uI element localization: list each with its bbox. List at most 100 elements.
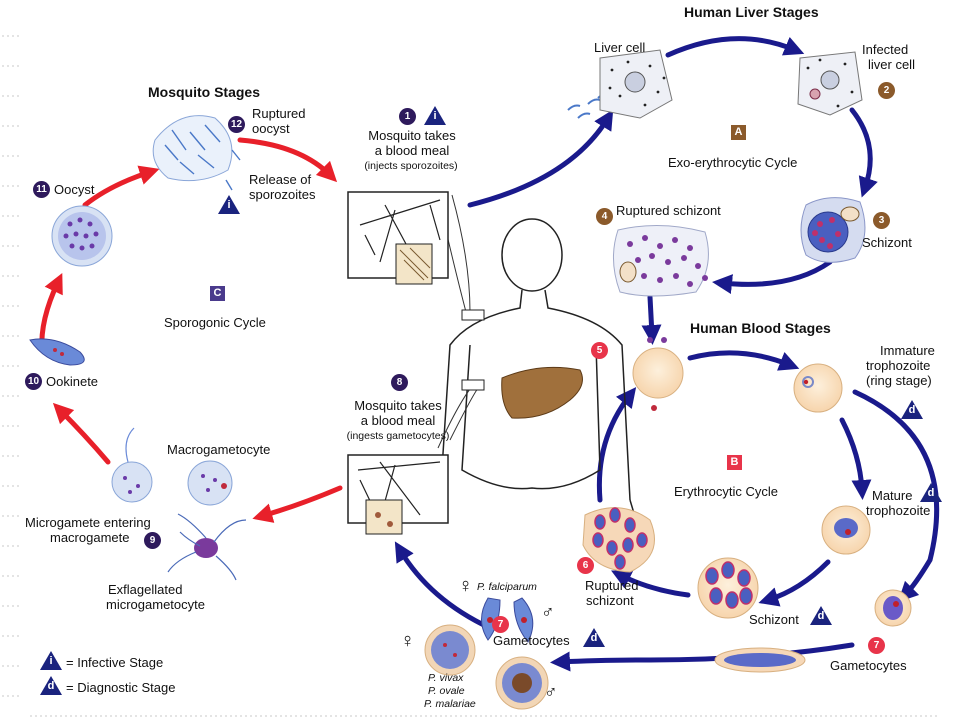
macrogametocyte-label: Macrogametocyte: [167, 442, 271, 457]
rbc-mature-trophozoite: [821, 505, 871, 555]
section-title-mosquito: Mosquito Stages: [148, 84, 261, 100]
stage7-label: Gametocytes: [493, 633, 570, 648]
liver-cell-label: Liver cell: [594, 40, 646, 55]
skin-patch-lower: [461, 379, 485, 391]
stage8-label-line3: (ingests gametocytes): [346, 430, 450, 442]
stage12-label-line1: Ruptured: [252, 106, 306, 121]
release-label-line2: sporozoites: [249, 187, 316, 202]
arrow-schizont-to-ruptured: [712, 259, 833, 294]
arrow-ruptured-oocyst-to-meal: [237, 137, 338, 183]
arrow-liver-to-infected: [665, 36, 805, 58]
cycle-label-spo: Sporogonic Cycle: [164, 315, 266, 330]
arrow-micro-to-ookinete: [52, 402, 111, 465]
arrow-ruptured-to-blood: [641, 294, 662, 345]
rbc-merozoite-entry: [632, 337, 684, 411]
stage11-label: Oocyst: [54, 182, 95, 197]
vivax-gametocytes: [424, 624, 549, 710]
arrow-infected-to-schizont: [849, 107, 878, 198]
release-label-line1: Release of: [249, 172, 312, 187]
exflagellated-label-line2: microgametocyte: [106, 597, 205, 612]
legend-diagnostic-letter: d: [47, 680, 55, 692]
species-falciparum: P. falciparum: [477, 581, 537, 593]
infective-stage-letter: i: [433, 110, 437, 122]
diagnostic-letter-mature: d: [927, 487, 935, 499]
arrow-gametocytes-to-mosquito: [394, 541, 493, 631]
rbc-gametocyte-right: [874, 589, 912, 627]
infective-stage-icon: [424, 106, 446, 125]
blood-schizont-label: Schizont: [749, 612, 799, 627]
legend-infective-text: = Infective Stage: [66, 655, 164, 670]
microgamete-entering: [111, 427, 153, 503]
stage9-label-line2: macrogamete: [50, 530, 130, 545]
arrow-mature-to-schizont: [758, 559, 831, 607]
male-symbol-bottom: ♂: [544, 682, 558, 702]
falciparum-gametocytes: [481, 597, 534, 643]
arrow-ruptured-to-cell: [596, 387, 637, 503]
infective-letter-release: i: [227, 199, 231, 211]
diagnostic-letter-schizont: d: [817, 610, 825, 622]
mature-label-line1: Mature: [872, 488, 913, 503]
stage-badge-5: 5: [591, 342, 608, 359]
cycle-label-ery: Erythrocytic Cycle: [674, 484, 779, 499]
diagnostic-icon-gametocytes: [583, 628, 605, 647]
liver-cell: [599, 49, 673, 119]
stage8-label-line2: a blood meal: [360, 413, 436, 428]
diagnostic-icon-schizont: [810, 606, 832, 625]
stage-badge-4: 4: [596, 208, 613, 225]
female-symbol-top: ♀: [458, 575, 473, 597]
rbc-blood-schizont: [697, 557, 759, 619]
skin-patch-upper: [461, 309, 485, 321]
arrow-gametocyte-to-left: [550, 642, 855, 672]
stage1-label-line3: (injects sporozoites): [364, 160, 458, 172]
species-malariae: P. malariae: [424, 698, 476, 710]
arrow-meal-to-liver: [467, 109, 614, 208]
legend-diagnostic-icon: [40, 676, 62, 695]
immature-label-line1: Immature: [880, 343, 935, 358]
page-margin-rule: [2, 35, 940, 717]
exflagellated-label-line1: Exflagellated: [108, 582, 183, 597]
liver-ruptured-schizont: [612, 225, 709, 297]
infected-liver-cell: [797, 51, 863, 116]
stage2-label-line2: liver cell: [868, 57, 915, 72]
arrow-ring-to-gametocyte: [852, 389, 940, 603]
legend-infective-letter: i: [49, 655, 53, 667]
arrow-ring-to-mature: [839, 417, 872, 500]
rbc-ruptured-schizont: [582, 507, 655, 573]
arrow-meal-to-gametocytes: [252, 485, 343, 523]
cycle-code-ery: B: [727, 455, 742, 470]
mosquito-meal-box-1: [347, 191, 449, 285]
diagnostic-icon-ring: [901, 400, 923, 419]
cycle-code-exo: A: [731, 125, 746, 140]
ookinete: [29, 338, 85, 366]
oocyst: [51, 205, 113, 267]
stage12-label-line2: oocyst: [252, 121, 290, 136]
arrow-oocyst-to-ruptured: [82, 165, 160, 208]
legend-diagnostic-text: = Diagnostic Stage: [66, 680, 176, 695]
stage-badge-7: 7: [492, 616, 509, 633]
species-ovale: P. ovale: [428, 685, 465, 697]
immature-label-line3: (ring stage): [866, 373, 932, 388]
stage-badge-10: 10: [25, 373, 42, 390]
infective-icon-release: [218, 195, 240, 214]
diagnostic-icon-mature: [920, 483, 942, 502]
stage-badge-1: 1: [399, 108, 416, 125]
stage8-label-line1: Mosquito takes: [354, 398, 442, 413]
ruptured-oocyst: [152, 115, 241, 191]
section-title-blood: Human Blood Stages: [690, 320, 831, 336]
stage7-label-right: Gametocytes: [830, 658, 907, 673]
stage-badge-3: 3: [873, 212, 890, 229]
stage-badge-7-right: 7: [868, 637, 885, 654]
stage-badge-6: 6: [577, 557, 594, 574]
liver-organ: [501, 366, 583, 419]
stage2-label-line1: Infected: [862, 42, 909, 57]
rbc-gametocyte-elongated: [714, 647, 806, 673]
immature-label-line2: trophozoite: [866, 358, 931, 373]
diagnostic-letter-ring: d: [908, 404, 916, 416]
arrow-schizont-to-ruptured-blood: [611, 570, 691, 598]
diagnostic-letter-gametocytes: d: [590, 632, 598, 644]
stage9-label-line1: Microgamete entering: [25, 515, 151, 530]
stage6-label-line2: schizont: [586, 593, 634, 608]
mosquito-meal-box-2: [347, 454, 449, 535]
stage10-label: Ookinete: [46, 374, 99, 389]
